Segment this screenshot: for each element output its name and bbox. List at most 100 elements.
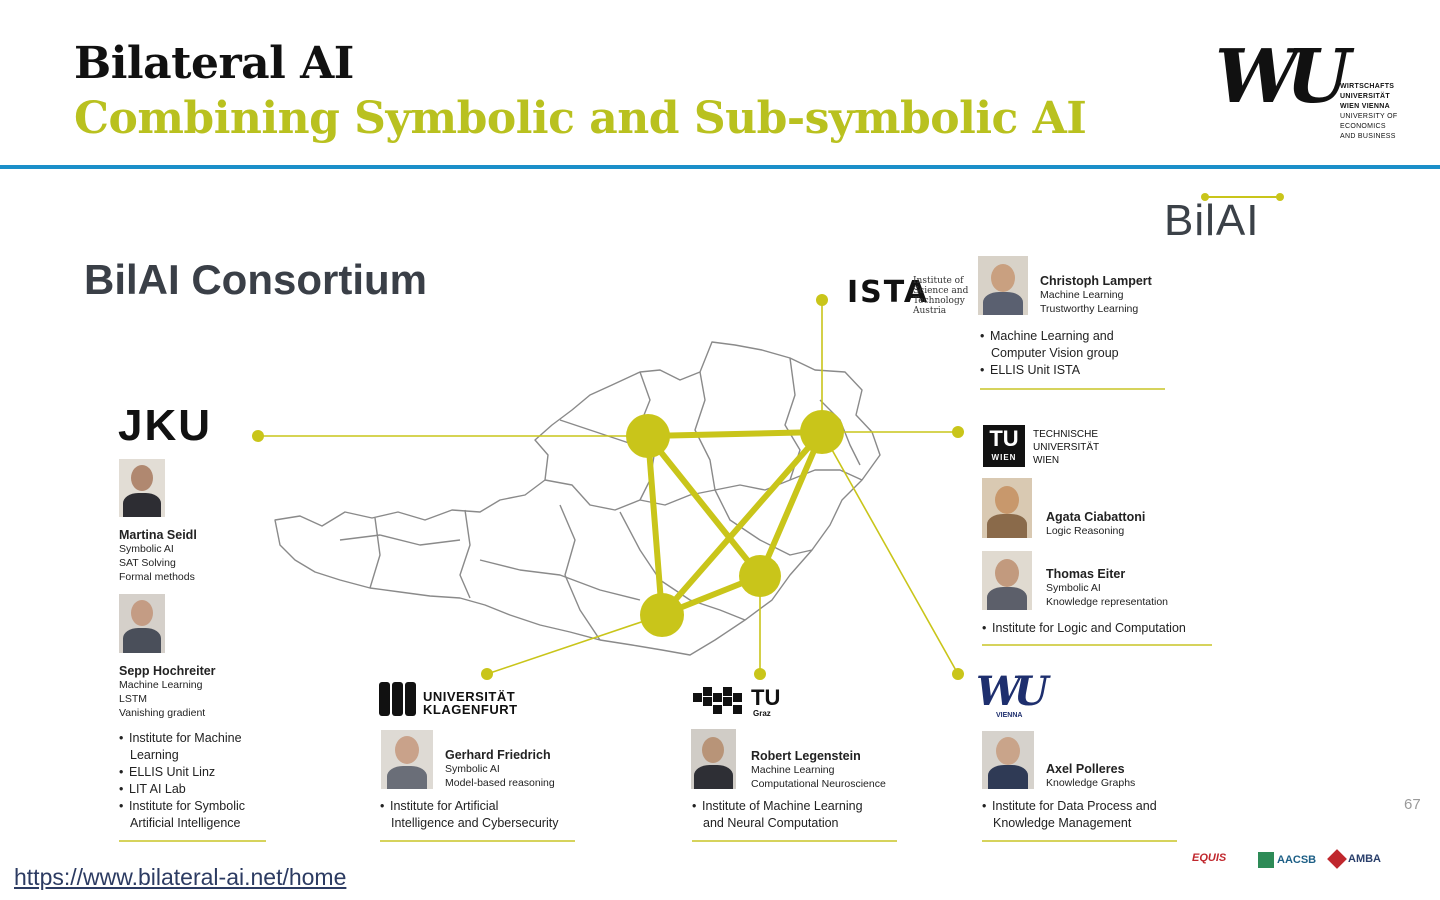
austria-map-outline: [274, 341, 881, 656]
person-topic: LSTM: [119, 693, 148, 705]
node-vienna: [800, 410, 844, 454]
wu-vienna-logo: WU VIENNA: [976, 668, 1049, 720]
klagenfurt-logo-caption: UNIVERSITÄT KLAGENFURT: [423, 689, 518, 717]
bilai-logo: BilAI: [1164, 190, 1294, 246]
person-name: Robert Legenstein: [751, 749, 861, 763]
person-topic: Formal methods: [119, 571, 195, 583]
tu-graz-logo-text: TU: [751, 685, 781, 710]
person-topic: Computational Neuroscience: [751, 778, 886, 790]
tu-graz-logo-mark: [693, 687, 742, 714]
aacsb-badge: AACSB: [1258, 852, 1316, 868]
separator-rule: [692, 840, 897, 842]
wu-vienna-logo-mark: WU: [976, 668, 1049, 715]
bullet-item: •Machine Learning and: [980, 329, 1114, 343]
bullet-item: •Institute for Machine: [119, 731, 242, 745]
person-name: Gerhard Friedrich: [445, 748, 551, 762]
network-leader-lines: [258, 300, 959, 675]
anchor-ista: [816, 294, 828, 306]
klu-person: Gerhard Friedrich Symbolic AI Model-base…: [445, 748, 555, 790]
bullet-item-cont: Learning: [130, 748, 179, 762]
page-number: 67: [1404, 796, 1421, 813]
anchor-jku: [252, 430, 264, 442]
ista-logo-mark: ISTA: [847, 275, 930, 310]
person-name: Thomas Eiter: [1046, 567, 1126, 581]
photo-sepp-hochreiter: [119, 594, 165, 653]
klu-bullets: •Institute for Artificial Intelligence a…: [380, 798, 575, 842]
ista-logo-caption: Institute of Science and Technology Aust…: [913, 276, 969, 316]
tug-bullets: •Institute of Machine Learning and Neura…: [692, 798, 897, 842]
bullet-item-cont: Intelligence and Cybersecurity: [391, 816, 559, 830]
anchor-tuw: [952, 426, 964, 438]
photo-martina-seidl: [119, 459, 165, 517]
person-topic: SAT Solving: [119, 557, 176, 569]
tu-graz-logo-sub: Graz: [753, 709, 771, 718]
bullet-item-cont: Computer Vision group: [991, 346, 1119, 360]
jku-logo: JKU: [118, 401, 213, 450]
person-topic: Model-based reasoning: [445, 777, 555, 789]
wu-logo-mark: WU: [1215, 34, 1351, 120]
photo-christoph-lampert: [978, 256, 1028, 315]
slide-subtitle: Combining Symbolic and Sub-symbolic AI: [74, 93, 1087, 144]
tuw-person-1: Agata Ciabattoni Logic Reasoning: [1046, 510, 1145, 538]
wuv-person: Axel Polleres Knowledge Graphs: [1046, 762, 1135, 790]
person-topic: Vanishing gradient: [119, 707, 206, 719]
tu-wien-logo-mark: TU WIEN: [983, 425, 1025, 467]
bullet-item-cont: Artificial Intelligence: [130, 816, 241, 830]
bullet-item: •Institute for Artificial: [380, 799, 499, 813]
wu-vienna-logo-sub: VIENNA: [996, 712, 1023, 719]
anchor-klu: [481, 668, 493, 680]
person-topic: Symbolic AI: [119, 543, 174, 555]
jku-person-1: Martina Seidl Symbolic AI SAT Solving Fo…: [119, 528, 197, 584]
jku-bullets: •Institute for Machine Learning •ELLIS U…: [119, 730, 266, 842]
ista-bullets: •Machine Learning and Computer Vision gr…: [980, 328, 1165, 390]
photo-agata-ciabattoni: [982, 478, 1032, 538]
photo-thomas-eiter: [982, 551, 1032, 610]
node-graz: [739, 555, 781, 597]
person-topic: Machine Learning: [119, 679, 203, 691]
jku-person-2: Sepp Hochreiter Machine Learning LSTM Va…: [119, 664, 216, 720]
separator-rule: [119, 840, 266, 842]
bilai-logo-dots: [1201, 193, 1284, 201]
consortium-heading: BilAI Consortium: [84, 256, 427, 303]
anchor-tug: [754, 668, 766, 680]
person-name: Agata Ciabattoni: [1046, 510, 1146, 524]
tu-wien-logo-caption: TECHNISCHE UNIVERSITÄT WIEN: [1033, 429, 1100, 466]
bilai-logo-text: BilAI: [1164, 196, 1260, 245]
slide-title: Bilateral AI: [74, 38, 354, 89]
person-topic: Symbolic AI: [445, 763, 500, 775]
bullet-item: •ELLIS Unit Linz: [119, 765, 216, 779]
anchor-wuv: [952, 668, 964, 680]
network-nodes: [252, 294, 964, 680]
bullet-item: •Institute of Machine Learning: [692, 799, 863, 813]
wu-logo-text: WIRTSCHAFTS UNIVERSITÄT WIEN VIENNA UNIV…: [1340, 83, 1398, 140]
ista-person: Christoph Lampert Machine Learning Trust…: [1040, 274, 1152, 316]
separator-rule: [982, 644, 1212, 646]
photo-gerhard-friedrich: [381, 730, 433, 789]
equis-badge: EQUIS: [1192, 852, 1227, 864]
person-name: Axel Polleres: [1046, 762, 1125, 776]
person-topic: Knowledge Graphs: [1046, 777, 1136, 789]
person-topic: Knowledge representation: [1046, 596, 1169, 608]
tug-person: Robert Legenstein Machine Learning Compu…: [751, 749, 886, 791]
person-topic: Trustworthy Learning: [1040, 303, 1139, 315]
amba-badge: AMBA: [1327, 849, 1381, 869]
website-link[interactable]: https://www.bilateral-ai.net/home: [14, 864, 347, 890]
person-name: Sepp Hochreiter: [119, 664, 216, 678]
person-topic: Machine Learning: [1040, 289, 1124, 301]
photo-axel-polleres: [982, 731, 1034, 789]
tuw-bullets: •Institute for Logic and Computation: [982, 620, 1212, 646]
person-topic: Machine Learning: [751, 764, 835, 776]
person-topic: Symbolic AI: [1046, 582, 1101, 594]
bullet-item: •ELLIS Unit ISTA: [980, 363, 1081, 377]
person-topic: Logic Reasoning: [1046, 525, 1125, 537]
separator-rule: [380, 840, 575, 842]
klagenfurt-logo-mark: [379, 682, 416, 716]
bullet-item: •Institute for Data Process and: [982, 799, 1157, 813]
header-divider: [0, 165, 1440, 169]
wuv-bullets: •Institute for Data Process and Knowledg…: [982, 798, 1177, 842]
separator-rule: [980, 388, 1165, 390]
separator-rule: [982, 840, 1177, 842]
person-name: Christoph Lampert: [1040, 274, 1152, 288]
photo-robert-legenstein: [691, 729, 736, 789]
